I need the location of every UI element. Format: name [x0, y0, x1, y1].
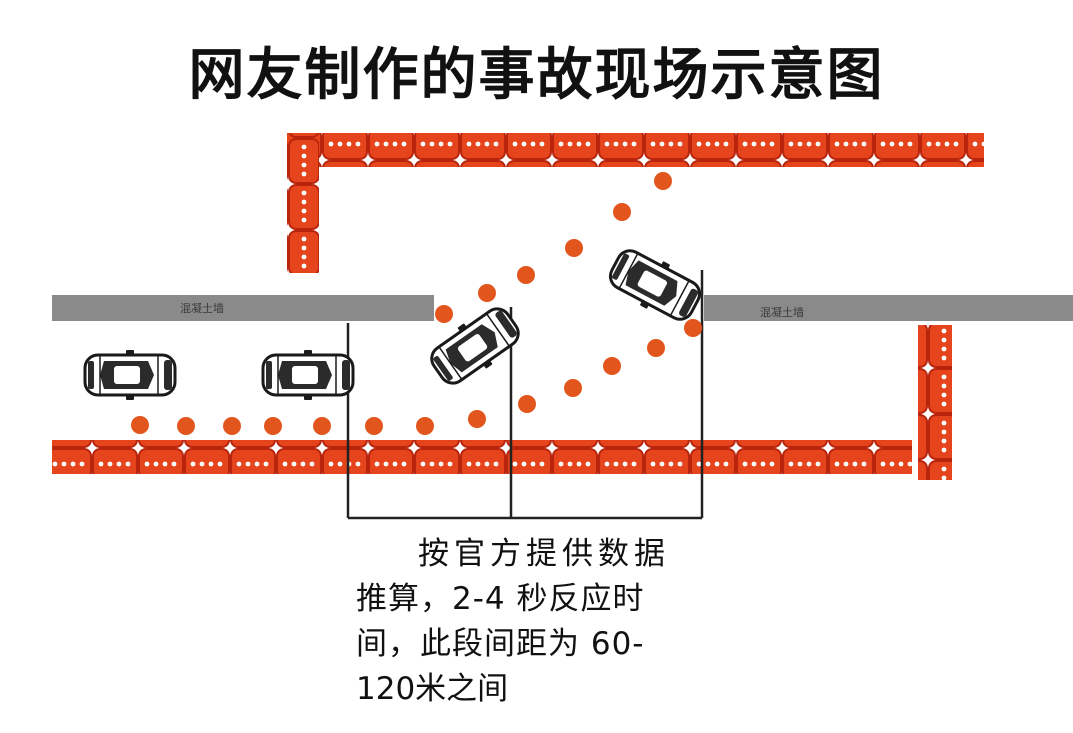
- annotation-note: 按官方提供数据 推算，2-4 秒反应时 间，此段间距为 60- 120米之间: [356, 532, 702, 712]
- trajectory-dot: [647, 339, 665, 357]
- trajectory-dot: [517, 266, 535, 284]
- wall-right-label: 混凝土墙: [760, 305, 804, 319]
- trajectory-dot: [565, 239, 583, 257]
- trajectory-dot: [313, 417, 331, 435]
- barrier-right-vertical: [918, 325, 952, 480]
- trajectory-dot: [468, 410, 486, 428]
- trajectory-dot: [131, 416, 149, 434]
- trajectory-dot: [684, 319, 702, 337]
- trajectory-dot: [564, 379, 582, 397]
- car-4: [602, 240, 708, 330]
- diagram-title: 网友制作的事故现场示意图: [188, 42, 885, 108]
- trajectory-dot: [613, 203, 631, 221]
- barrier-left-vertical: [287, 133, 319, 273]
- trajectory-dot: [654, 172, 672, 190]
- trajectory-dot: [478, 284, 496, 302]
- trajectory-dot: [416, 417, 434, 435]
- concrete-wall-left: [52, 295, 434, 321]
- wall-left-label: 混凝土墙: [180, 301, 224, 315]
- note-line-1: 按官方提供数据: [418, 536, 670, 572]
- trajectory-dot: [518, 395, 536, 413]
- concrete-wall-right: [704, 295, 1073, 321]
- trajectory-dot: [603, 357, 621, 375]
- trajectory-dot: [435, 305, 453, 323]
- car-2: [261, 348, 355, 402]
- trajectory-dot: [223, 417, 241, 435]
- note-line-2: 推算，2-4 秒反应时: [356, 581, 645, 617]
- trajectory-dot: [177, 417, 195, 435]
- distance-markers: [346, 270, 704, 520]
- barrier-bottom: [52, 440, 912, 474]
- trajectory-dot: [365, 417, 383, 435]
- trajectory-dot: [264, 417, 282, 435]
- note-line-4: 120米之间: [356, 671, 509, 707]
- note-line-3: 间，此段间距为 60-: [356, 626, 645, 662]
- trajectory-dots: [131, 172, 702, 435]
- barrier-top: [287, 133, 984, 167]
- car-1: [83, 348, 177, 402]
